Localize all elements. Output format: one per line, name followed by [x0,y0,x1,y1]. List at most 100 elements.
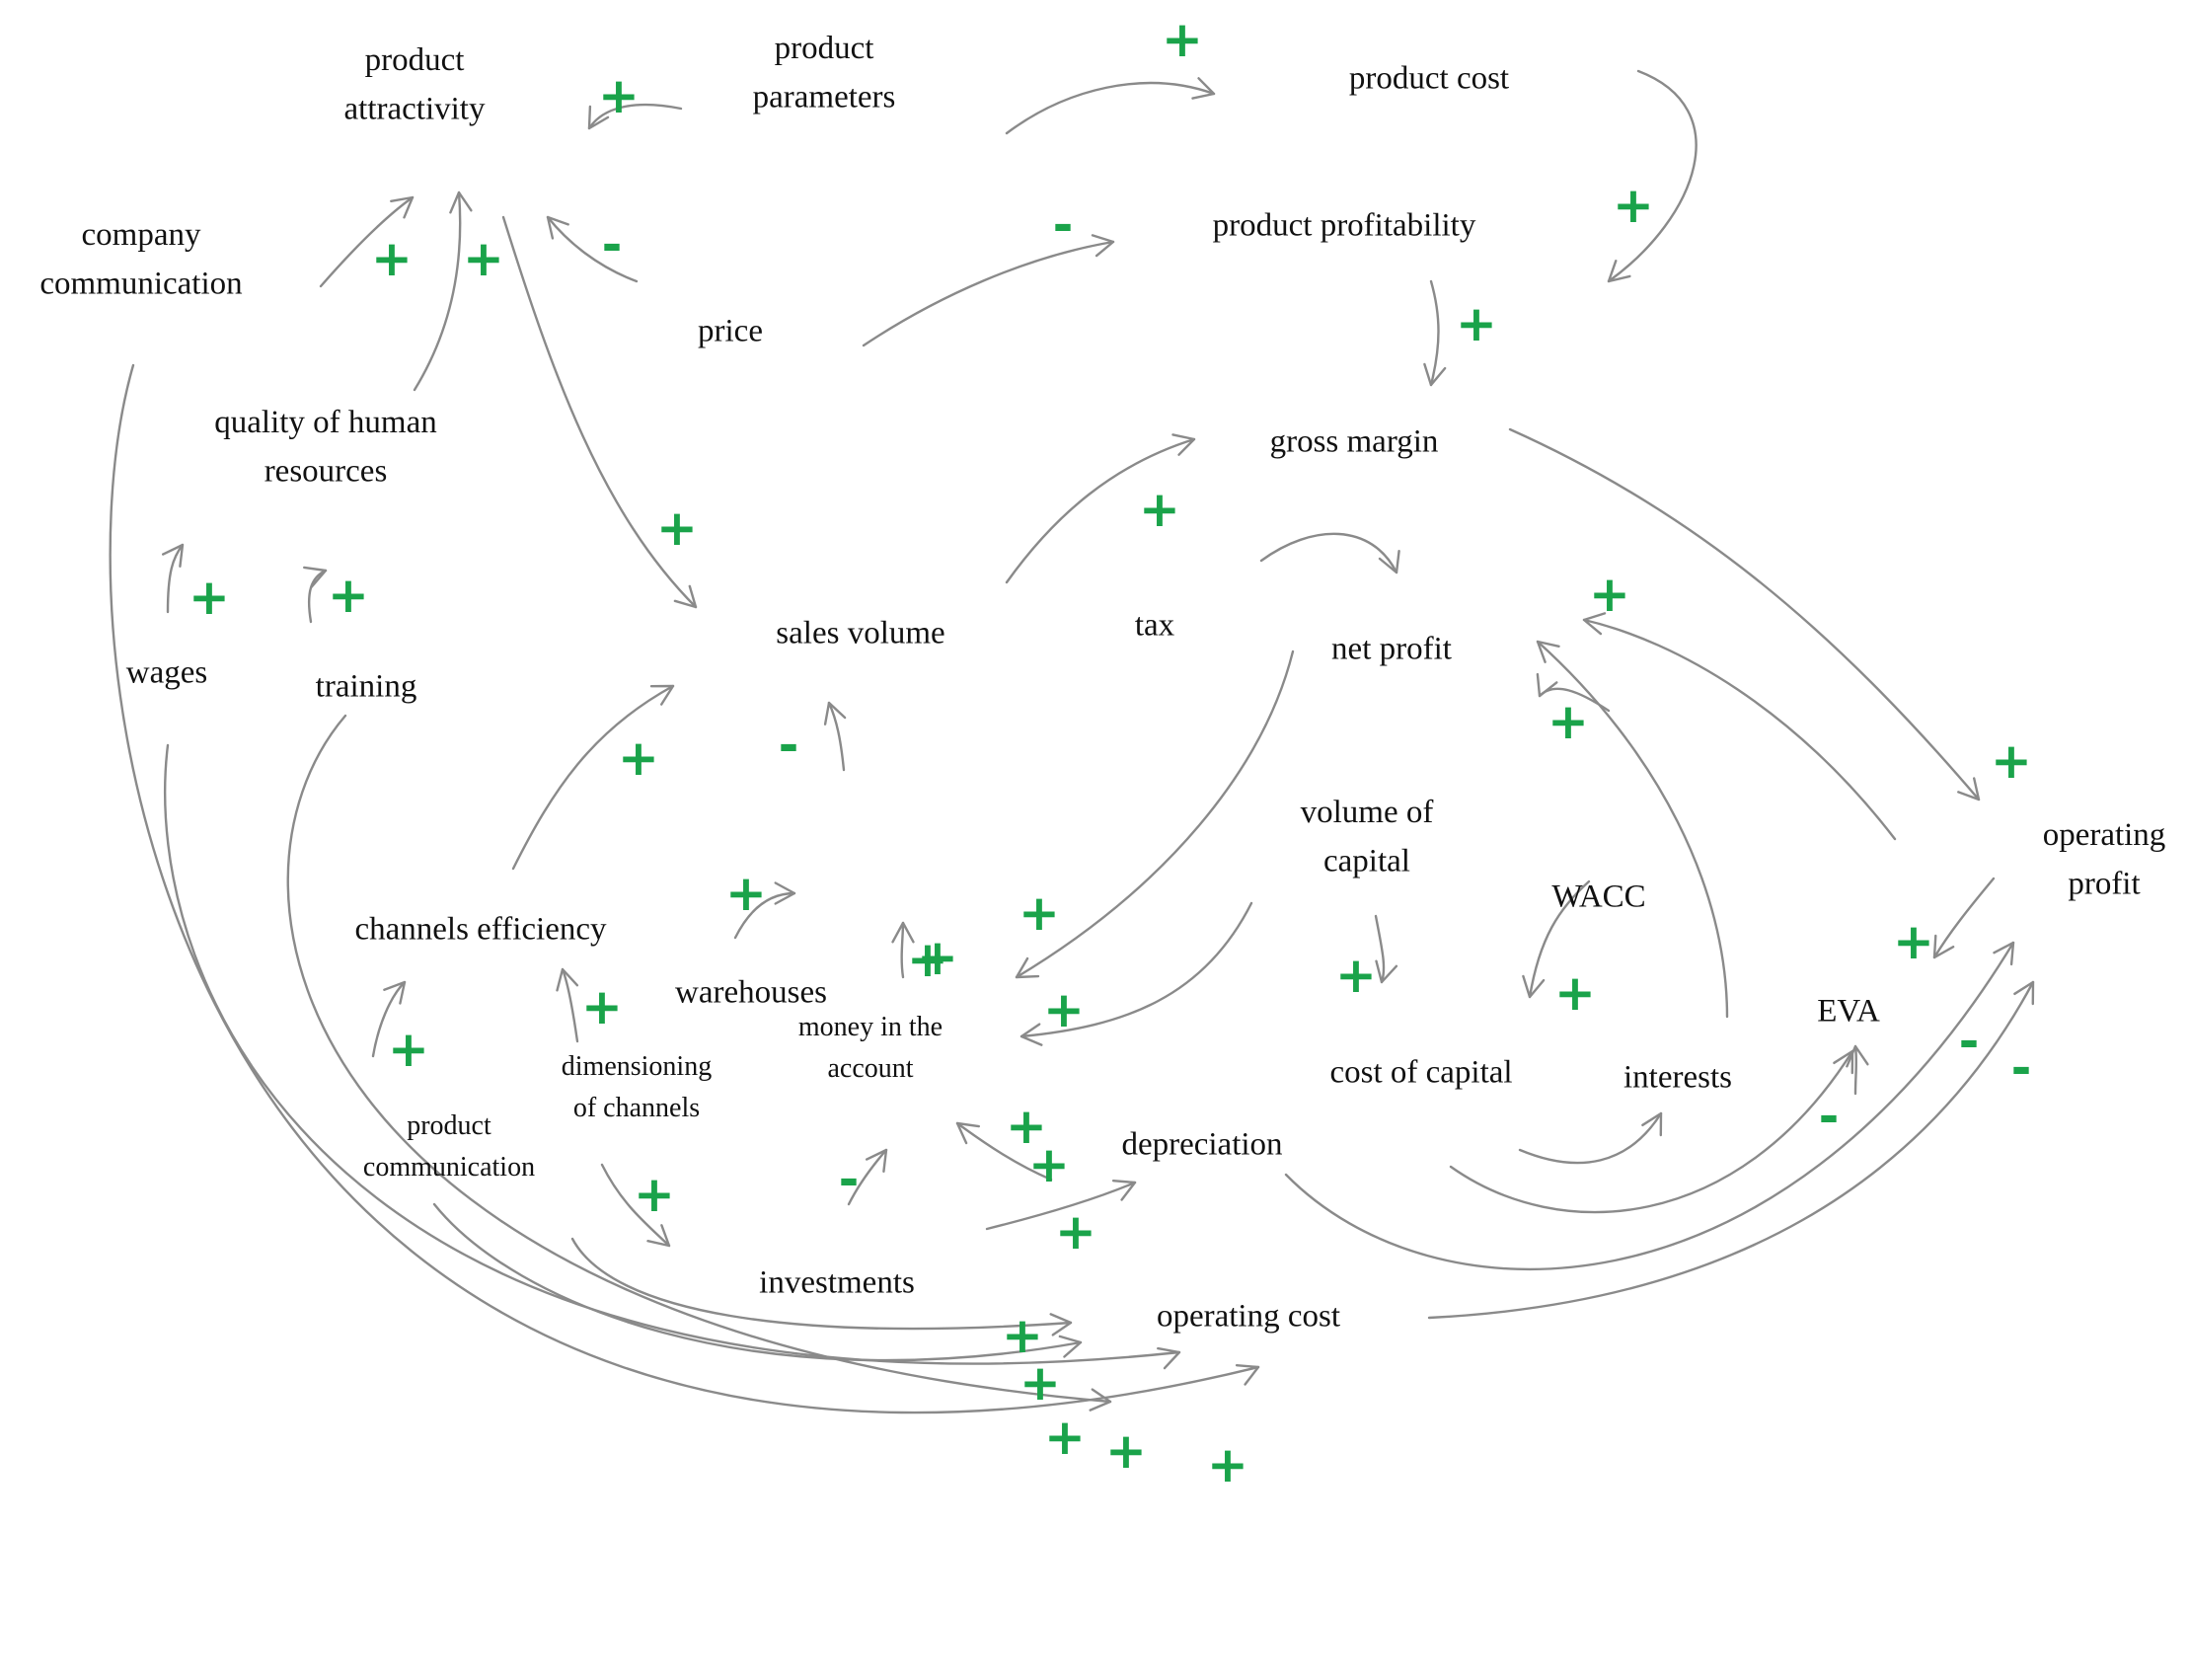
polarity-plus: + [1019,884,1060,942]
arrowhead [1582,612,1607,636]
causal-link-line [432,1202,1083,1362]
causal-link-arrow [1374,914,1398,984]
polarity-plus: + [1554,964,1596,1022]
causal-link-arrow [511,684,675,871]
causal-link-line [847,1148,888,1206]
node-cost-of-capital: cost of capital [1329,1055,1512,1091]
causal-link-line [900,921,905,979]
causal-link-line [1374,914,1386,984]
node-label-line: resources [264,453,388,489]
polarity-plus: + [1139,481,1180,538]
node-label-line: cost of capital [1329,1055,1512,1091]
arrowhead [1957,777,1981,802]
node-label-line: product [365,42,465,78]
node-product-profitability: product profitability [1213,208,1476,244]
causal-link-line [166,543,185,614]
causal-link-line [570,1237,1073,1331]
arrowhead [383,980,407,1005]
causal-link-arrow [985,1180,1137,1231]
node-label-line: wages [126,655,207,691]
polarity-plus: + [463,230,504,287]
node-label-line: warehouses [675,975,827,1011]
node-label-line: communication [363,1152,535,1183]
causal-link-line [319,195,415,288]
causal-link-arrow [432,1202,1083,1362]
node-net-profit: net profit [1331,632,1452,667]
arrowhead [1019,1023,1043,1046]
causal-link-line [985,1181,1137,1231]
causal-link-arrow [847,1148,888,1206]
arrowhead [955,1121,980,1145]
causal-link-line [164,743,1181,1365]
polarity-plus: + [634,1166,675,1223]
arrowhead [1932,934,1955,959]
node-label-line: product [775,31,874,66]
causal-link-arrow [1259,532,1400,574]
node-investments: investments [759,1265,915,1301]
causal-link-arrow [955,1121,1053,1182]
polarity-plus: + [598,67,640,124]
causal-link-line [1582,618,1897,841]
arrowhead [1191,77,1216,100]
arrowhead [1058,1335,1083,1358]
polarity-plus: + [1028,1136,1070,1193]
node-product-cost: product cost [1349,61,1509,97]
causal-link-line [1427,980,2035,1320]
polarity-plus: + [1006,1098,1047,1155]
causal-link-arrow [501,215,698,609]
causal-link-line [1284,941,2015,1270]
polarity-plus: + [1019,1354,1061,1412]
node-depreciation: depreciation [1121,1127,1282,1163]
causal-link-line [511,684,675,871]
arrowhead [1171,433,1196,456]
causal-link-line [1528,879,1591,999]
polarity-plus: + [371,230,413,287]
causal-link-arrow [546,215,639,283]
arrowhead [1522,974,1546,999]
causal-link-arrow [570,1237,1073,1336]
arrowhead [1089,1388,1112,1412]
polarity-minus: - [602,216,623,273]
node-training: training [316,669,417,705]
polarity-plus: + [388,1021,429,1078]
polarity-plus: + [328,567,369,624]
node-label-line: volume of [1301,795,1434,830]
node-operating-cost: operating cost [1157,1299,1340,1335]
node-wages: wages [126,655,207,691]
node-price: price [698,314,763,349]
polarity-plus: + [907,931,948,988]
polarity-plus: + [1002,1307,1043,1364]
causal-link-arrow [1536,640,1729,1019]
causal-link-arrow [1522,879,1591,999]
node-label-line: capital [1323,843,1410,878]
node-channels-efficiency: channels efficiency [354,912,607,948]
arrowhead [774,881,796,905]
arrowhead [1536,672,1558,698]
polarity-plus: + [1044,1409,1086,1466]
polarity-plus: + [189,569,230,626]
arrowhead [1111,1180,1137,1201]
causal-link-arrow [109,363,1260,1414]
causal-link-arrow [600,1163,671,1248]
causal-link-arrow [823,701,847,772]
causal-link-arrow [1423,279,1447,387]
node-label-line: sales volume [776,616,944,651]
polarity-plus: + [1589,566,1630,623]
arrowhead [891,921,915,944]
node-label-line: operating cost [1157,1299,1340,1335]
node-label-line: profit [2068,866,2140,901]
node-label-line: parameters [753,79,896,115]
node-label-line: depreciation [1121,1127,1282,1163]
polarity-minus: - [1053,196,1074,254]
node-sales-volume: sales volume [776,616,944,651]
causal-link-line [955,1121,1053,1182]
arrowhead [2013,980,2035,1006]
causal-link-line [1429,279,1440,387]
node-label-line: interests [1623,1060,1732,1096]
causal-link-line [1259,532,1398,574]
node-label-line: account [827,1053,913,1084]
polarity-plus: + [1105,1422,1147,1480]
